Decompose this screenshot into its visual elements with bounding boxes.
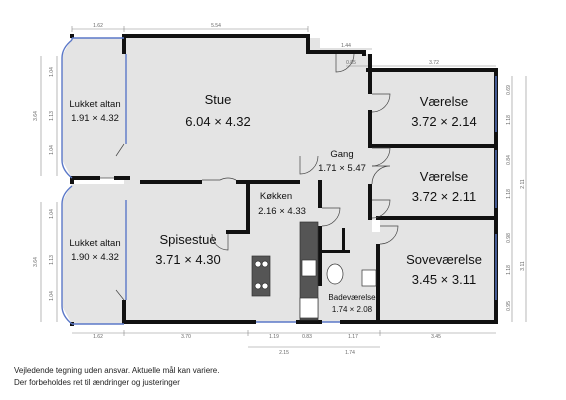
altan1-floor	[62, 38, 124, 178]
kokken-size: 2.16 × 4.33	[258, 206, 306, 217]
stue-size: 6.04 × 4.32	[185, 114, 250, 129]
dim-right-3-11: 3.11	[520, 261, 526, 271]
stove-burner	[254, 260, 262, 268]
dim-left-1-04-a: 1.04	[49, 67, 55, 77]
vaerelse1-size: 3.72 × 2.14	[411, 114, 476, 129]
dim-top-1-62: 1.62	[93, 23, 103, 29]
gang-size: 1.71 × 5.47	[318, 163, 366, 174]
dim-right-0-84: 0.84	[506, 155, 512, 165]
dim-right-2-11: 2.11	[520, 179, 526, 189]
dim-right-1-18-c: 1.18	[506, 265, 512, 275]
vaerelse1-name: Værelse	[420, 94, 468, 109]
dim-bottom-3-70: 3.70	[181, 334, 191, 340]
dim-bottom-1-74: 1.74	[345, 350, 355, 356]
sovevaerelse-name: Soveværelse	[406, 252, 482, 267]
dim-left-1-04-c: 1.04	[49, 209, 55, 219]
windows	[61, 37, 497, 325]
altan1-name: Lukket altan	[69, 99, 120, 110]
dim-top-0-85: 0.85	[346, 60, 356, 66]
disclaimer-line-2: Der forbeholdes ret til ændringer og jus…	[14, 378, 180, 387]
doors	[100, 53, 399, 301]
sovevaerelse-floor	[380, 220, 496, 322]
dim-bottom-1-62: 1.62	[93, 334, 103, 340]
toilet	[326, 263, 344, 285]
spisestue-size: 3.71 × 4.30	[155, 252, 220, 267]
vaerelse2-size: 3.72 × 2.11	[412, 189, 476, 204]
fixtures	[251, 221, 377, 321]
dim-bottom-1-19: 1.19	[269, 334, 279, 340]
dim-left-3-64-b: 3.64	[33, 257, 39, 267]
dim-bottom-1-17: 1.17	[348, 334, 358, 340]
spisestue-name: Spisestue	[159, 232, 216, 247]
stove-burner	[261, 260, 269, 268]
dim-right-0-69: 0.69	[506, 85, 512, 95]
stove-burner	[254, 282, 262, 290]
vaerelse1-floor	[372, 72, 496, 148]
bad-name: Badeværelse	[328, 293, 376, 302]
kitchen-sink	[301, 259, 317, 277]
dim-left-1-13-a: 1.13	[49, 111, 55, 121]
stue-floor	[124, 38, 308, 180]
dim-right-1-18-a: 1.18	[506, 115, 512, 125]
dim-right-1-18-b: 1.18	[506, 189, 512, 199]
bad-size: 1.74 × 2.08	[332, 305, 373, 314]
sovevaerelse-size: 3.45 × 3.11	[412, 272, 476, 287]
altan2-floor	[62, 184, 124, 324]
dimension-lines	[40, 26, 527, 348]
vaerelse2-floor	[372, 148, 496, 220]
dim-top-1-44: 1.44	[341, 43, 351, 49]
altan1-size: 1.91 × 4.32	[71, 113, 119, 124]
dim-top-3-72: 3.72	[429, 60, 439, 66]
dim-left-1-04-d: 1.04	[49, 291, 55, 301]
vaerelse2-name: Værelse	[420, 169, 468, 184]
dim-top-5-54: 5.54	[211, 23, 221, 29]
gang-name: Gang	[330, 149, 353, 160]
altan2-size: 1.90 × 4.32	[71, 252, 119, 263]
stove-burner	[261, 282, 269, 290]
stue-name: Stue	[205, 92, 232, 107]
dim-right-0-98: 0.98	[506, 233, 512, 243]
dim-right-0-95: 0.95	[506, 301, 512, 311]
dim-bottom-0-83: 0.83	[302, 334, 312, 340]
room-labels: Lukket altan 1.91 × 4.32 Lukket altan 1.…	[69, 92, 482, 314]
dim-left-1-13-b: 1.13	[49, 255, 55, 265]
dimension-labels: 1.62 5.54 1.44 0.85 3.72 1.62 3.70 1.19 …	[33, 23, 526, 356]
altan2-name: Lukket altan	[69, 238, 120, 249]
spisestue-floor	[124, 180, 248, 322]
bath-sink	[361, 269, 377, 287]
washer	[299, 297, 319, 319]
disclaimer-line-1: Vejledende tegning uden ansvar. Aktuelle…	[14, 366, 220, 375]
kokken-name: Køkken	[260, 191, 292, 202]
dim-left-1-04-b: 1.04	[49, 145, 55, 155]
dim-bottom-2-15: 2.15	[279, 350, 289, 356]
dim-bottom-3-45: 3.45	[431, 334, 441, 340]
dim-left-3-64-a: 3.64	[33, 111, 39, 121]
